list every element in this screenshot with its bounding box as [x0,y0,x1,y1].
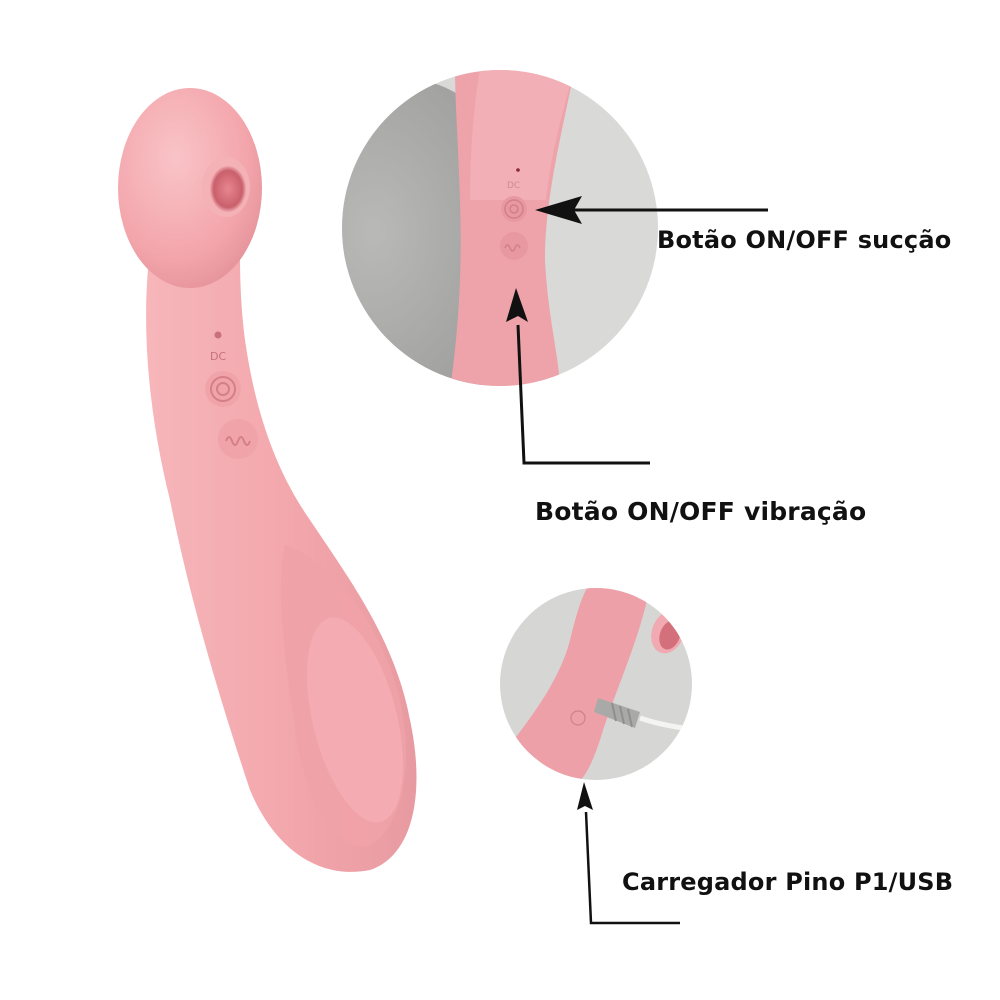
vibration-button-icon [218,419,258,459]
arrow-to-suction-button [535,196,768,224]
charging-cable-icon [594,698,692,733]
charger-label: Carregador Pino P1/USB [622,868,954,896]
suction-button-label: Botão ON/OFF sucção [657,226,952,254]
svg-text:DC: DC [507,181,520,191]
led-indicator-icon [214,331,222,339]
suction-button-icon [205,371,241,407]
detail-photo-charger [500,588,692,780]
vibration-button-label: Botão ON/OFF vibração [535,497,867,526]
product-body: DC [118,88,417,872]
arrow-to-charger [577,782,680,925]
arrow-to-vibration-button [506,288,650,465]
detail-photo-buttons: DC [342,70,658,386]
dc-port-mark: DC [210,350,226,363]
